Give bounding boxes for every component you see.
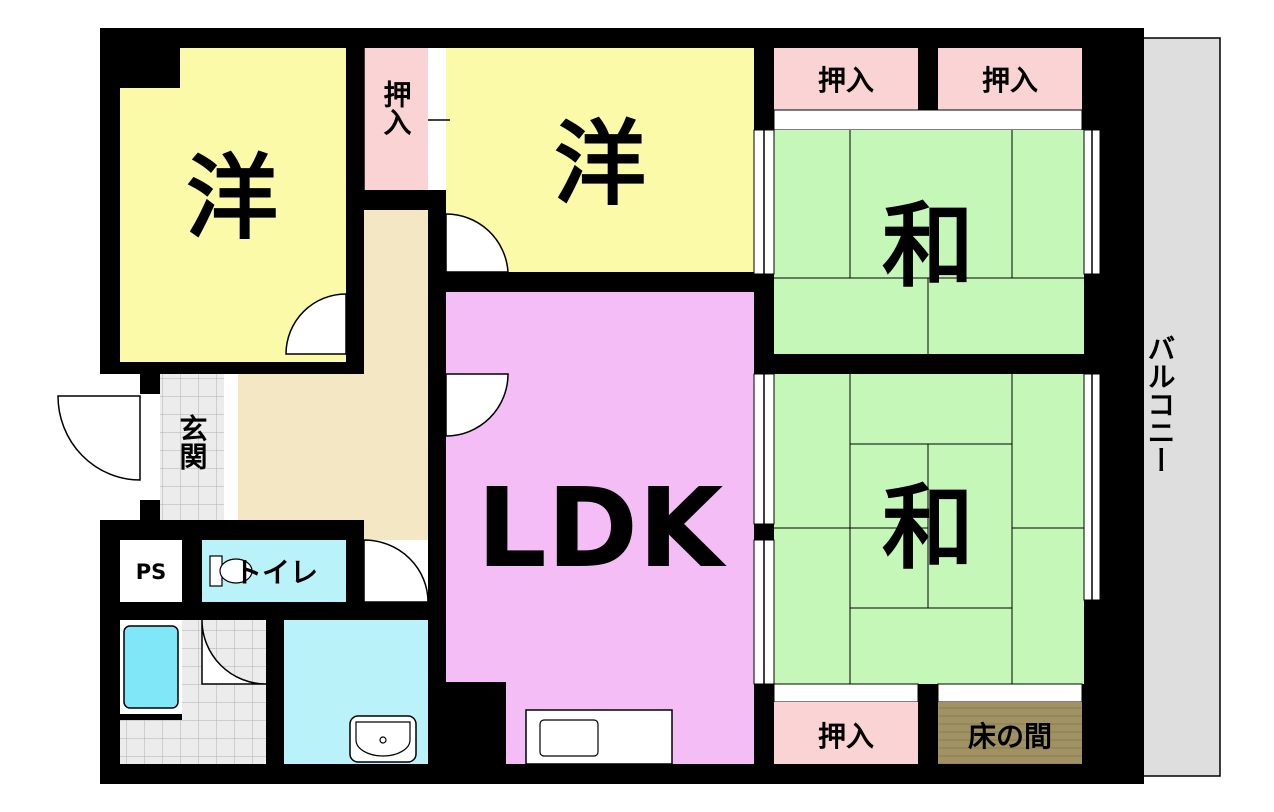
western-room-2-floor — [446, 48, 754, 272]
japanese-room-2-label: 和 — [882, 475, 974, 582]
western-room-1-label: 洋 — [186, 145, 278, 252]
window-strip-left-closet — [428, 48, 446, 190]
closet-top-1-label: 押入 — [818, 64, 874, 97]
entrance-floor — [160, 374, 224, 520]
western-room-2-label: 洋 — [554, 111, 646, 218]
tokonoma-label: 床の間 — [968, 720, 1052, 753]
japanese-room-2-floor — [774, 374, 1084, 684]
bath-lower-left — [120, 714, 182, 764]
bath-tile-floor — [182, 620, 266, 764]
tokonoma-floor — [938, 702, 1082, 764]
closet-left-floor — [364, 48, 428, 190]
ldk-corner-wall — [446, 682, 506, 764]
closet-top-2-floor — [938, 48, 1082, 110]
closet-bottom-label: 押入 — [818, 720, 874, 753]
japanese-room-1-label: 和 — [882, 193, 974, 300]
entrance-jamb-lower — [140, 500, 160, 520]
bathtub — [123, 625, 179, 709]
closet-left-label: 押入 — [380, 79, 413, 136]
tatami-lines — [774, 130, 1084, 684]
entrance-label: 玄関 — [176, 413, 209, 470]
closet-top-2-label: 押入 — [982, 64, 1038, 97]
toilet-label: トイレ — [234, 556, 318, 589]
closet-bottom-floor — [774, 702, 918, 764]
sliding-doors — [753, 129, 775, 685]
kitchen-sink — [539, 719, 599, 757]
ldk-label: LDK — [477, 464, 727, 592]
entrance-step — [224, 374, 238, 520]
doors — [57, 48, 509, 685]
closet-rail-bottom — [773, 683, 919, 703]
balcony-label: バルコニー — [1144, 334, 1177, 474]
ps-floor — [120, 540, 182, 602]
toilet-fixture — [209, 555, 253, 587]
closet-rail-top — [773, 109, 1083, 131]
ps-label: PS — [136, 560, 167, 584]
hall-floor-2 — [238, 374, 430, 520]
japanese-room-1-floor — [774, 130, 1084, 354]
wash-basin — [349, 715, 417, 763]
entrance-jamb — [140, 374, 160, 394]
closet-top-1-floor — [774, 48, 918, 110]
tokonoma-rail — [937, 683, 1083, 703]
balcony-windows — [1083, 129, 1101, 601]
